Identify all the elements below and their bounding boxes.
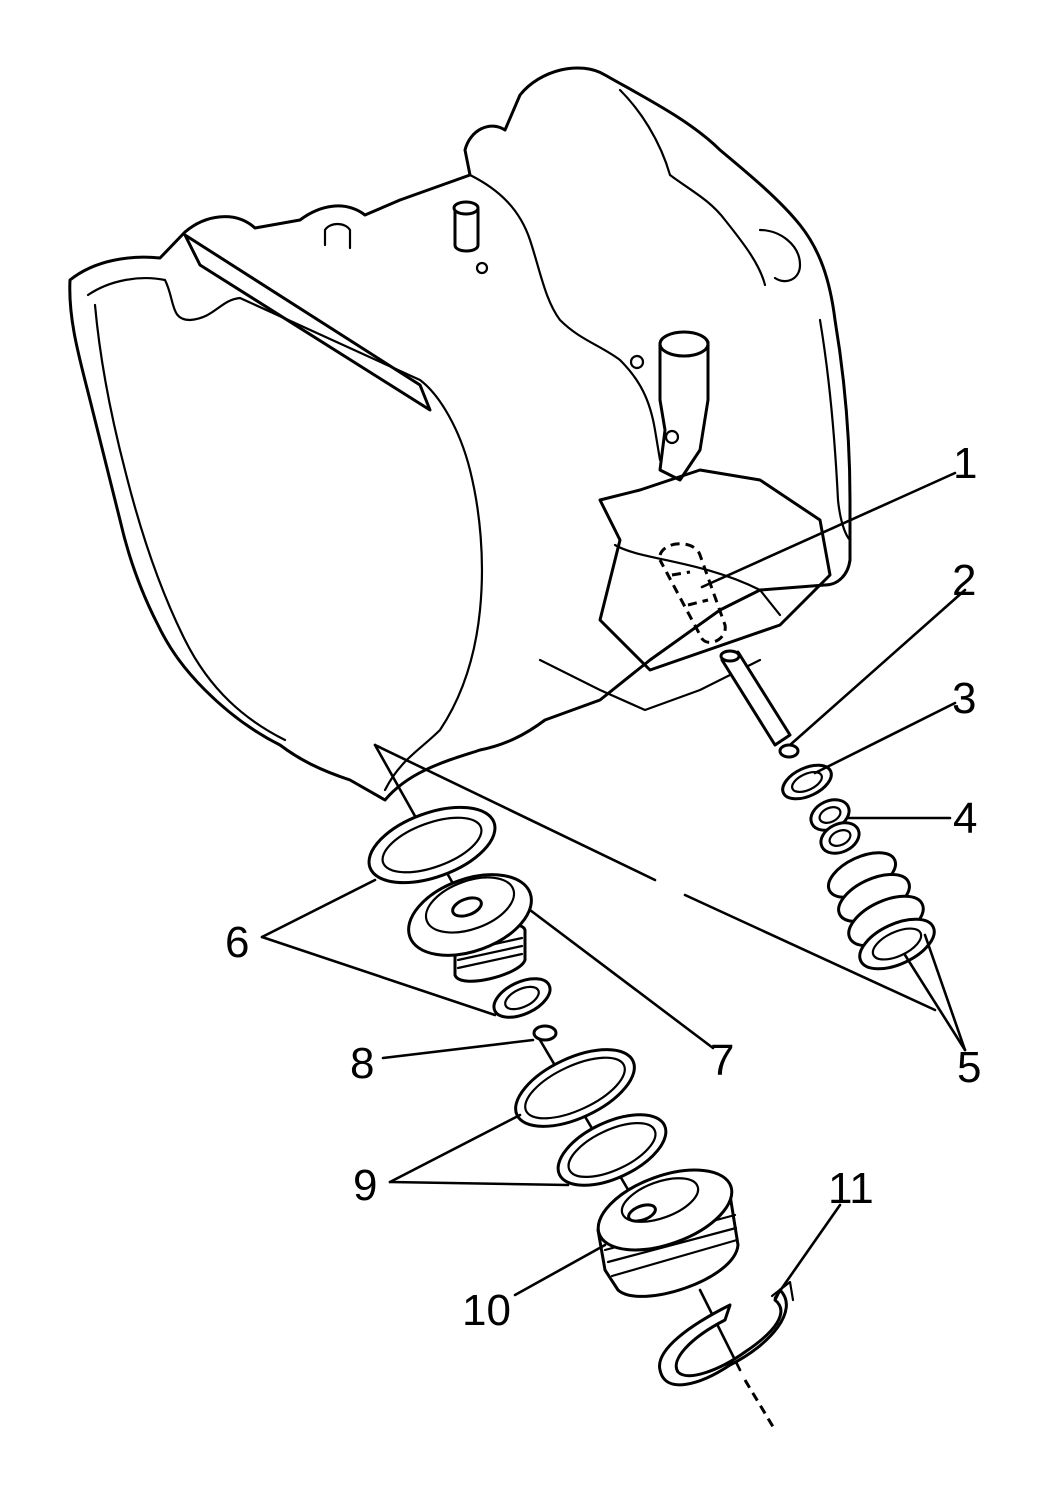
part-6-seal-small [492, 977, 552, 1019]
callout-11: 11 [828, 1164, 874, 1213]
case-hole-3 [475, 261, 489, 275]
side-pipe-opening [658, 330, 710, 358]
leader-9a [388, 1113, 522, 1184]
callout-10: 10 [462, 1286, 511, 1335]
leader-lines [260, 471, 967, 1300]
case-rear-edge [818, 318, 852, 542]
assembly-axis-right [373, 743, 937, 1012]
leader-5b [903, 953, 967, 1052]
spring-coil-4 [858, 917, 936, 971]
part-10-cover-recess [620, 1177, 700, 1223]
spring-coil-inner [871, 927, 923, 961]
part-9-oring-upper [514, 1048, 636, 1128]
callout-4: 4 [953, 794, 977, 843]
case-top-rib [183, 233, 432, 412]
leader-1 [700, 471, 957, 589]
transmission-case [68, 66, 852, 802]
part-11-snap-ring [658, 1288, 788, 1387]
leader-6a [260, 878, 377, 939]
case-right-detail [618, 88, 802, 287]
callout-5: 5 [957, 1043, 981, 1092]
leader-9b [388, 1180, 570, 1187]
assembly-axis-tail [743, 1379, 777, 1431]
servo-rod-end [719, 649, 741, 663]
part-5-springs [826, 851, 936, 971]
leader-5a [923, 933, 967, 1052]
callout-3: 3 [952, 674, 976, 723]
servo-bore-hidden [658, 542, 727, 644]
part-6-oring-large [367, 805, 497, 885]
case-lower-edge [538, 658, 762, 712]
part-8-ring [532, 1024, 558, 1042]
part-10-cover-hole [627, 1203, 657, 1223]
callout-1: 1 [953, 439, 977, 488]
part-9-oring-upper-inner [524, 1056, 626, 1120]
valve-pan-inner [613, 543, 782, 617]
part-6-seal-small-inner [504, 985, 540, 1011]
part-6-oring-large-inner [381, 816, 483, 874]
part-9-oring-lower-inner [567, 1122, 657, 1178]
servo-rod-assembly [719, 649, 936, 971]
leader-7 [528, 908, 715, 1050]
part-11-snap-ring-gap [770, 1280, 795, 1302]
bell-housing-flange [86, 277, 484, 792]
part-4-seal-b-hole [828, 829, 852, 847]
callout-2: 2 [952, 556, 976, 605]
servo-rod [720, 650, 792, 747]
bell-housing-outline [68, 66, 852, 802]
part-9-oring-lower [556, 1113, 668, 1187]
part-4-seal-a-hole [818, 806, 842, 824]
servo-cover-assembly [367, 743, 937, 1431]
part-7-piston-face [424, 876, 516, 934]
servo-bore-hidden-inner [671, 570, 709, 607]
case-hole-2 [664, 429, 680, 445]
leader-10 [513, 1243, 607, 1297]
bell-housing-inner-rim [93, 303, 287, 742]
case-upper-detail [468, 173, 662, 462]
part-2-clip [778, 743, 800, 759]
case-hole-1 [629, 354, 645, 370]
part-4-seal-b [819, 821, 861, 855]
leader-3 [813, 701, 957, 775]
valve-pan [598, 468, 832, 672]
leader-6b [260, 935, 497, 1017]
callout-8: 8 [350, 1039, 374, 1088]
leader-2 [788, 588, 967, 747]
part-3-washer-hole [791, 770, 823, 794]
callout-7: 7 [710, 1036, 734, 1085]
case-boss-left [323, 222, 352, 250]
callout-labels: 1 2 3 4 5 6 7 8 9 10 11 [225, 439, 981, 1335]
callout-6: 6 [225, 918, 249, 967]
leader-11 [773, 1203, 842, 1300]
leader-8 [381, 1038, 535, 1060]
case-boss-post-top [452, 200, 480, 216]
callout-9: 9 [353, 1161, 377, 1210]
part-7-piston-bore [451, 896, 483, 918]
